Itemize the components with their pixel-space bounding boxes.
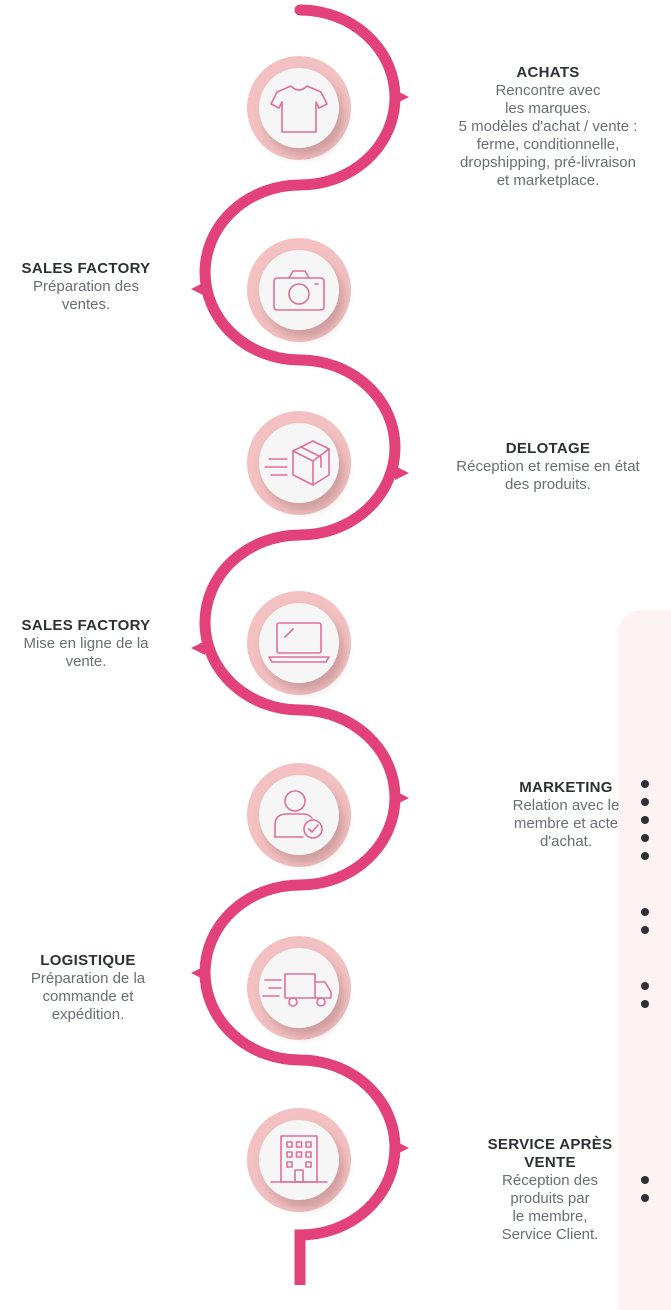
step-sales-factory-2: SALES FACTORY Mise en ligne de la vente. [0, 617, 172, 671]
panel-bullet [641, 926, 649, 934]
step-description: Préparation des ventes. [33, 278, 139, 313]
step-delotage: DELOTAGE Réception et remise en état des… [428, 440, 668, 494]
arrow-right-5 [395, 791, 409, 805]
step-sales-factory-1: SALES FACTORY Préparation des ventes. [2, 260, 170, 314]
node-2 [247, 238, 351, 342]
user-check-icon [274, 790, 323, 839]
arrow-right-1 [395, 90, 409, 104]
building-icon [270, 1135, 328, 1183]
step-logistique: LOGISTIQUE Préparation de la commande et… [8, 952, 168, 1024]
panel-bullet [641, 780, 649, 788]
step-title: SERVICE APRÈS VENTE [487, 1136, 613, 1171]
laptop-icon [268, 622, 330, 663]
panel-bullet [641, 798, 649, 806]
step-marketing: MARKETING Relation avec le membre et act… [500, 779, 632, 851]
step-description: Préparation de la commande et expédition… [30, 970, 146, 1023]
node-6 [247, 936, 351, 1040]
tshirt-icon [270, 85, 328, 133]
step-title: SALES FACTORY [21, 260, 151, 277]
track-arrows [191, 90, 409, 1155]
node-5 [247, 763, 351, 867]
node-3 [247, 411, 351, 515]
step-title: DELOTAGE [505, 440, 591, 457]
step-service-apres-vente: SERVICE APRÈS VENTE Réception des produi… [468, 1136, 632, 1244]
step-achats: ACHATS Rencontre avec les marques. 5 mod… [432, 64, 664, 190]
step-nodes [247, 56, 351, 1212]
panel-bullet [641, 816, 649, 824]
camera-icon [273, 270, 325, 311]
node-4 [247, 591, 351, 695]
arrow-left-2 [191, 282, 205, 296]
panel-bullet [641, 1176, 649, 1184]
step-description: Réception des produits par le membre, Se… [501, 1172, 599, 1243]
panel-bullet [641, 908, 649, 916]
panel-bullet [641, 1194, 649, 1202]
step-description: Réception et remise en état des produits… [456, 458, 640, 493]
step-title: SALES FACTORY [21, 617, 151, 634]
arrow-left-4 [191, 641, 205, 655]
truck-icon [262, 973, 332, 1007]
step-title: MARKETING [519, 779, 613, 796]
panel-bullet [641, 834, 649, 842]
box-icon [264, 440, 330, 486]
step-title: LOGISTIQUE [40, 952, 136, 969]
panel-bullet [641, 852, 649, 860]
node-1 [247, 56, 351, 160]
step-title: ACHATS [516, 64, 580, 81]
side-panel [618, 610, 671, 1310]
step-description: Relation avec le membre et acte d'achat. [512, 797, 620, 850]
panel-bullet [641, 982, 649, 990]
serpentine-track [199, 4, 401, 1285]
step-description: Mise en ligne de la vente. [23, 635, 149, 670]
arrow-right-3 [395, 466, 409, 480]
node-7 [247, 1108, 351, 1212]
arrow-right-7 [395, 1141, 409, 1155]
panel-bullet [641, 1000, 649, 1008]
arrow-left-6 [191, 966, 205, 980]
step-description: Rencontre avec les marques. 5 modèles d'… [458, 82, 638, 189]
